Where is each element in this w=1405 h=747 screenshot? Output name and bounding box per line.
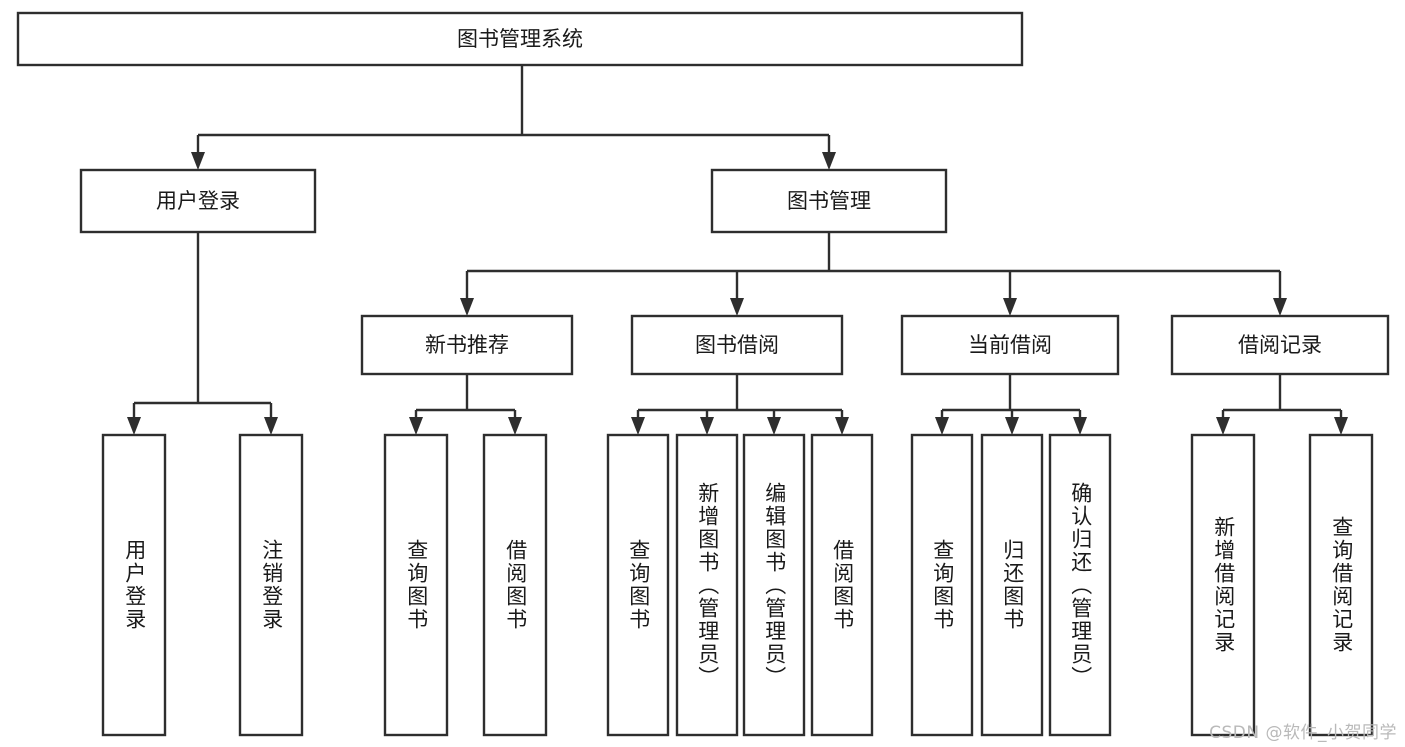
arrow-down-icon-leaf-1-0	[409, 417, 423, 435]
leaf-node-5-box[interactable]	[675, 433, 739, 737]
arrow-down-icon-leaf-3-0	[935, 417, 949, 435]
leaf-node-1-box[interactable]	[238, 433, 304, 737]
arrow-down-icon-leaf-0-0	[127, 417, 141, 435]
arrow-down-icon-leaf-2-0	[631, 417, 645, 435]
root-node-box[interactable]	[16, 11, 1024, 67]
leaf-node-0-box[interactable]	[101, 433, 167, 737]
arrow-down-icon-leaf-1-1	[508, 417, 522, 435]
arrow-down-icon-level3-2	[1003, 298, 1017, 316]
arrow-down-icon-level3-0	[460, 298, 474, 316]
arrow-down-icon-level3-1	[730, 298, 744, 316]
level3-node-3-box[interactable]	[1170, 314, 1390, 376]
level3-node-0-box[interactable]	[360, 314, 574, 376]
arrow-down-icon-leaf-3-2	[1073, 417, 1087, 435]
leaf-node-8-box[interactable]	[910, 433, 974, 737]
arrow-down-icon-level2-1	[822, 152, 836, 170]
leaf-node-12-box[interactable]	[1308, 433, 1374, 737]
level2-node-1-box[interactable]	[710, 168, 948, 234]
level3-node-1-label: 图书借阅	[695, 333, 779, 357]
leaf-node-3-box[interactable]	[482, 433, 548, 737]
level3-node-2-box[interactable]	[900, 314, 1120, 376]
node-box-layer	[16, 11, 1390, 737]
arrow-down-icon-leaf-3-1	[1005, 417, 1019, 435]
level2-node-0-label: 用户登录	[156, 189, 240, 213]
arrow-down-icon-leaf-2-3	[835, 417, 849, 435]
connector-layer	[127, 65, 1348, 435]
leaf-node-4-box[interactable]	[606, 433, 670, 737]
level3-node-3-label: 借阅记录	[1238, 333, 1322, 357]
leaf-node-7-box[interactable]	[810, 433, 874, 737]
leaf-node-10-box[interactable]	[1048, 433, 1112, 737]
level3-node-0-label: 新书推荐	[425, 333, 509, 357]
level2-node-1-label: 图书管理	[787, 189, 871, 213]
leaf-node-6-box[interactable]	[742, 433, 806, 737]
arrow-down-icon-leaf-2-1	[700, 417, 714, 435]
leaf-node-2-box[interactable]	[383, 433, 449, 737]
arrow-down-icon-leaf-2-2	[767, 417, 781, 435]
root-node-label: 图书管理系统	[457, 27, 583, 51]
arrow-down-icon-level2-0	[191, 152, 205, 170]
arrow-down-icon-leaf-0-1	[264, 417, 278, 435]
level2-node-0-box[interactable]	[79, 168, 317, 234]
level3-node-2-label: 当前借阅	[968, 333, 1052, 357]
leaf-node-11-box[interactable]	[1190, 433, 1256, 737]
arrow-down-icon-leaf-4-1	[1334, 417, 1348, 435]
arrow-down-icon-level3-3	[1273, 298, 1287, 316]
leaf-node-9-box[interactable]	[980, 433, 1044, 737]
csdn-watermark: CSDN @软件_小贺同学	[1209, 723, 1397, 743]
level3-node-1-box[interactable]	[630, 314, 844, 376]
arrow-down-icon-leaf-4-0	[1216, 417, 1230, 435]
